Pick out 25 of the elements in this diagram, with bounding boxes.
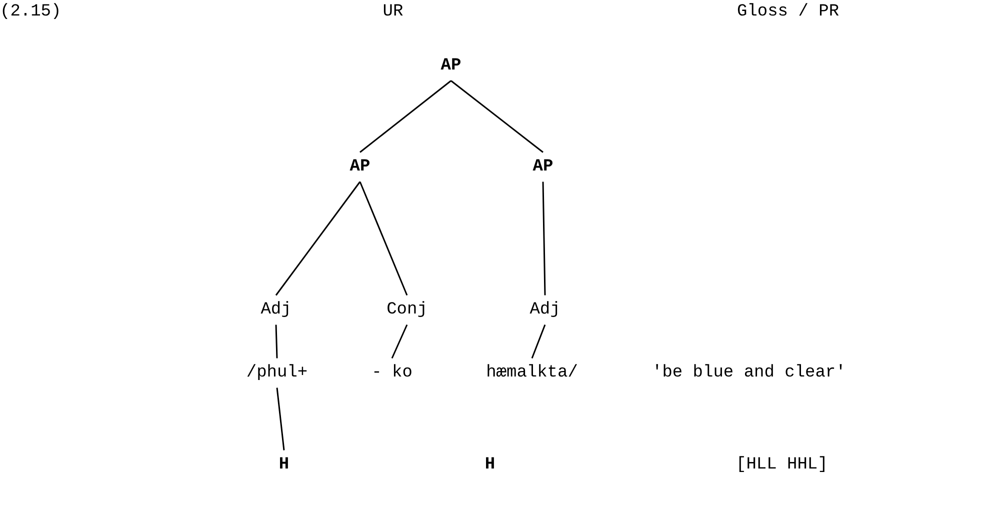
tree-node-label: /phul+ [244,360,310,386]
tree-node-label: AP [530,154,556,180]
tree-node-label: AP [438,53,464,79]
tree-branch [450,80,544,153]
tree-node-label: H [482,452,498,478]
tree-node-label: - ko [370,360,414,386]
tree-branch [531,324,546,359]
tree-branch [359,181,408,296]
tree-branch [275,181,361,296]
tree-node-label: AP [348,154,372,180]
tree-node-label: Adj [528,297,562,323]
tree-branch [275,324,278,358]
text-label: (2.15) [0,1,62,24]
tree-branch [391,324,408,359]
text-label: 'be blue and clear' [652,362,846,384]
tree-node-label: H [276,452,292,478]
tree-node-label: Conj [384,297,430,323]
tree-branch [360,80,452,153]
tree-branch [542,182,546,296]
text-label: [HLL HHL] [736,454,828,476]
tree-branch [276,388,285,450]
text-label: Gloss / PR [737,1,840,24]
tree-node-label: hæmalkta/ [484,360,580,386]
tree-node-label: Adj [258,297,294,323]
text-label: UR [382,1,404,24]
